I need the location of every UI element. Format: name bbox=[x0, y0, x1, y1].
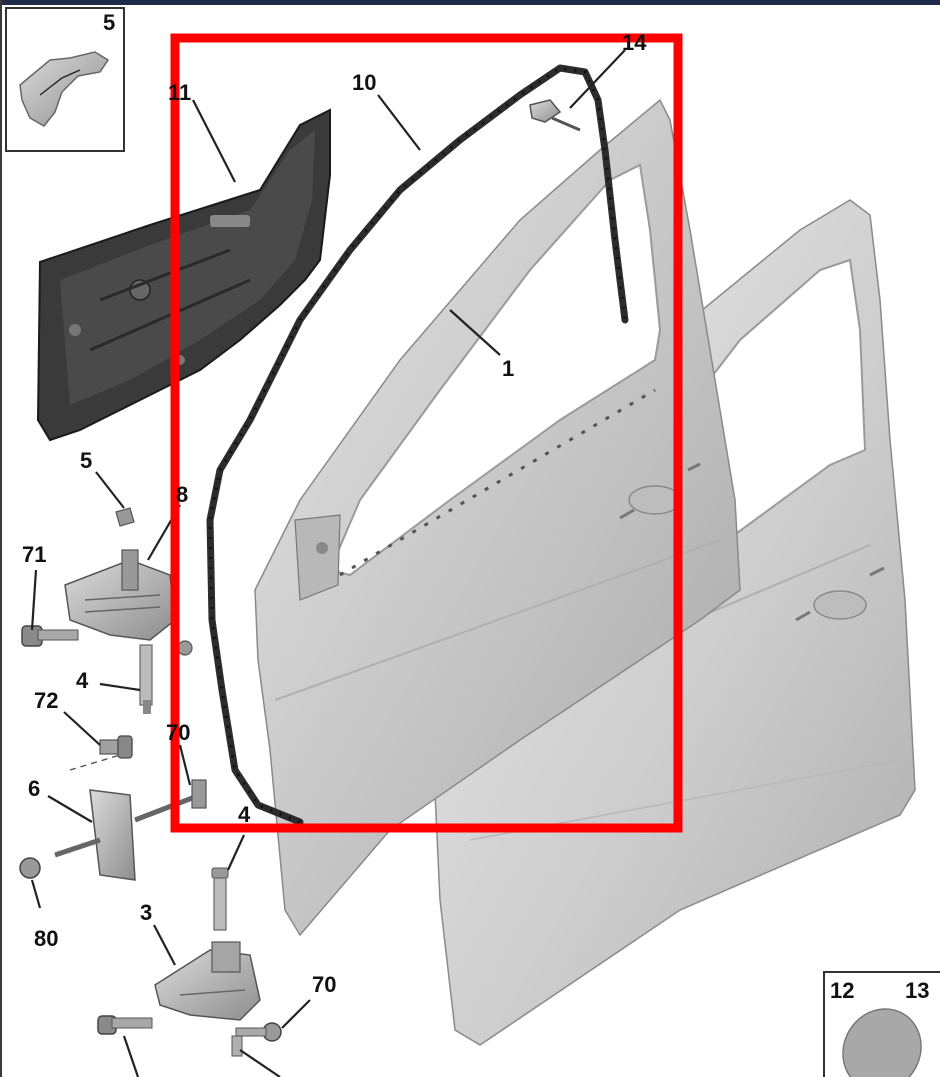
bolt-lower-left bbox=[97, 1015, 153, 1035]
inset-plugs-12-13: 12 13 bbox=[823, 971, 940, 1077]
callout-4-upper: 4 bbox=[76, 668, 89, 693]
callout-5: 5 bbox=[80, 448, 92, 473]
clip-part-5 bbox=[115, 507, 135, 527]
callout-72: 72 bbox=[34, 688, 58, 713]
nut-part-80 bbox=[19, 857, 41, 879]
callout-71: 71 bbox=[22, 542, 46, 567]
inset-5-label: 5 bbox=[103, 10, 115, 35]
door-shell-front bbox=[254, 98, 741, 937]
bolt-part-71 bbox=[21, 625, 79, 647]
callout-70-upper: 70 bbox=[166, 720, 190, 745]
hinge-lower-part-3 bbox=[154, 941, 261, 1021]
left-border bbox=[0, 0, 2, 1077]
inset-12-label: 12 bbox=[830, 978, 854, 1003]
callout-3: 3 bbox=[140, 900, 152, 925]
pin-part-4-lower bbox=[211, 867, 229, 931]
callout-1: 1 bbox=[502, 356, 514, 381]
hinge-upper-part-8 bbox=[64, 549, 193, 656]
highlight-frame bbox=[170, 33, 683, 833]
header-bar bbox=[0, 0, 940, 5]
callout-4-lower: 4 bbox=[238, 802, 251, 827]
callout-10: 10 bbox=[352, 70, 376, 95]
pin-bottom bbox=[231, 1035, 243, 1057]
leader-lines bbox=[30, 49, 626, 1077]
inset-clip-5: 5 bbox=[5, 7, 125, 152]
door-membrane-part-11 bbox=[36, 108, 331, 442]
pin-part-4-upper bbox=[139, 644, 153, 714]
callout-80: 80 bbox=[34, 926, 58, 951]
bracket-part-14 bbox=[529, 99, 581, 132]
callout-11: 11 bbox=[168, 80, 191, 105]
callout-70-lower: 70 bbox=[312, 972, 336, 997]
bolt-part-70-lower bbox=[235, 1022, 282, 1042]
bolt-part-72 bbox=[69, 735, 133, 771]
callout-8: 8 bbox=[176, 482, 188, 507]
callout-14: 14 bbox=[622, 30, 647, 55]
check-strap-part-6 bbox=[54, 779, 207, 881]
inset-13-label: 13 bbox=[905, 978, 929, 1003]
callout-6: 6 bbox=[28, 776, 40, 801]
door-seal-part-10 bbox=[206, 64, 629, 826]
